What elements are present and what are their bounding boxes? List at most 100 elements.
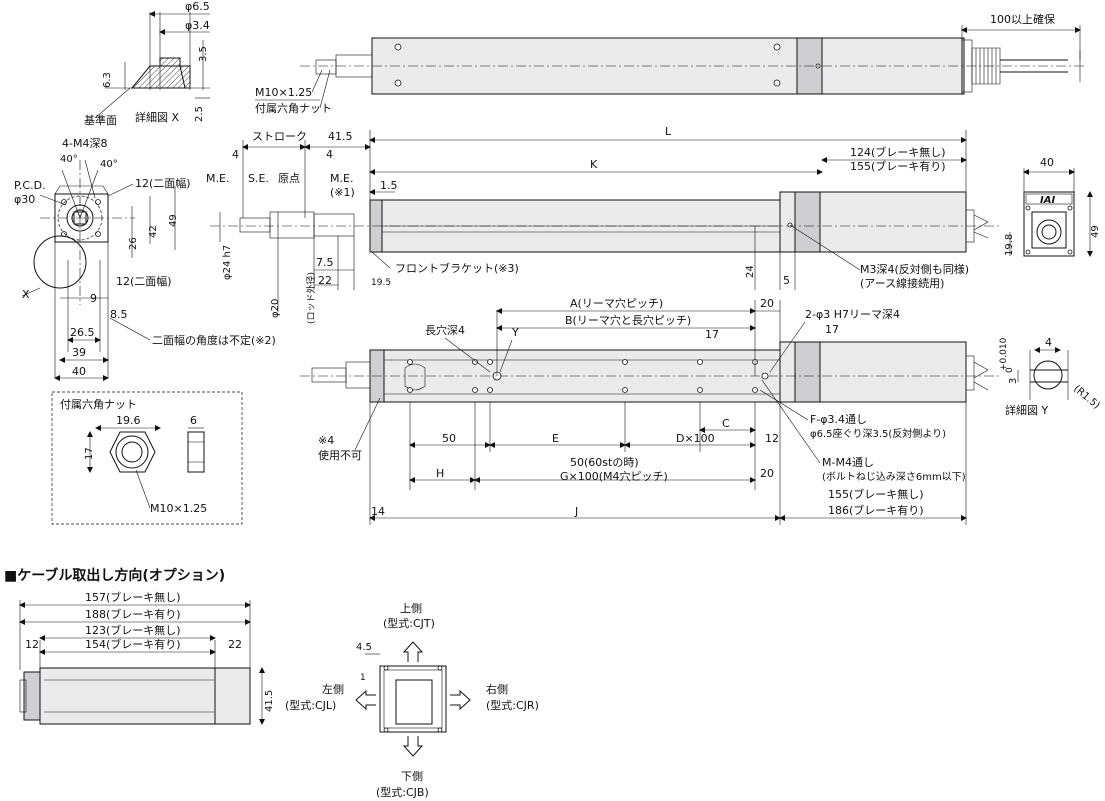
ev-d85: 8.5 (110, 308, 128, 321)
bv-d14: 14 (371, 505, 385, 518)
cable-heading: ■ケーブル取出し方向(オプション) (4, 567, 225, 584)
dy-d4: 4 (1045, 336, 1052, 349)
end-view: 4-M4深8 40° 40° P.C.D. φ30 12(二面幅) 12(二面幅… (14, 137, 191, 381)
side-view: ストローク 41.5 L K 124(ブレーキ無し) 155(ブレーキ有り) 1… (152, 125, 1000, 347)
dx-h63: 6.3 (102, 72, 113, 88)
cs-right1: 右側 (486, 682, 508, 696)
sv-me1: M.E. (206, 172, 229, 185)
bv-J: J (574, 505, 578, 518)
sv-origin: 原点 (278, 172, 300, 185)
cs-d22: 22 (228, 638, 242, 651)
sv-se: S.E. (248, 172, 269, 185)
detail-x: φ6.5 φ3.4 3.5 6.3 2.5 基準面 詳細図 X (84, 0, 210, 127)
ev-pcd1: P.C.D. (14, 179, 46, 192)
dx-title: 詳細図 X (135, 110, 179, 124)
cs-d415: 41.5 (264, 690, 275, 712)
cs-bottom2: (型式:CJB) (376, 785, 429, 799)
ev-flat2: 12(二面幅) (116, 275, 172, 288)
sv-note1: (※1) (330, 186, 355, 199)
sv-d4b: 4 (326, 148, 333, 161)
bv-B: B(リーマ穴と長穴ピッチ) (565, 313, 691, 327)
sv-K: K (590, 158, 598, 171)
bv-reamer: 2-φ3 H7リーマ深4 (805, 308, 900, 321)
bv-d12: 12 (765, 432, 779, 445)
bv-E: E (552, 432, 559, 445)
sv-L: L (665, 125, 672, 138)
cs-right2: (型式:CJR) (486, 698, 539, 712)
dx-h35: 3.5 (198, 46, 209, 62)
dx-d65: φ6.5 (185, 0, 210, 13)
bv-d20b: 20 (760, 467, 774, 480)
ev-d265: 26.5 (70, 326, 95, 339)
dy-tol-hi: +0.010 (999, 337, 1009, 371)
bv-b186: 186(ブレーキ有り) (828, 503, 924, 517)
ev-d49: 49 (168, 214, 179, 227)
sv-me2: M.E. (330, 172, 353, 185)
dx-d34: φ3.4 (185, 19, 210, 32)
dy-r: (R1.5) (1071, 383, 1102, 411)
bv-M2: (ボルトねじ込み深さ6mm以下) (822, 471, 966, 483)
cs-left2: (型式:CJL) (285, 698, 336, 712)
bv-slot: 長穴深4 (425, 323, 465, 337)
sv-d415: 41.5 (328, 130, 353, 143)
ev-pcd2: φ30 (14, 193, 35, 206)
cs-top2: (型式:CJT) (383, 616, 435, 630)
nut-d6: 6 (190, 414, 197, 427)
top-view: 100以上確保 M10×1.25 付属六角ナット (255, 12, 1085, 115)
right-view: IAI 40 49 19.8 (1004, 156, 1101, 257)
ev-a2: 40° (100, 159, 118, 170)
sv-twoface: 二面幅の角度は不定(※2) (152, 333, 276, 347)
cs-top1: 上側 (400, 602, 422, 615)
cs-l123: 123(ブレーキ無し) (85, 623, 181, 637)
sv-d15: 1.5 (380, 179, 398, 192)
bv-d20a: 20 (760, 297, 774, 310)
bv-d17a: 17 (825, 323, 839, 336)
bv-H: H (436, 467, 444, 480)
ev-d9: 9 (90, 292, 97, 305)
rv-d49: 49 (1090, 225, 1101, 238)
cs-l154: 154(ブレーキ有り) (85, 637, 181, 651)
tv-nut-note: 付属六角ナット (255, 102, 332, 115)
bv-d50: 50 (442, 432, 456, 445)
bv-F1: F-φ3.4通し (810, 413, 867, 426)
dy-tol-lo: 0 (1005, 367, 1015, 373)
bv-b155: 155(ブレーキ無し) (828, 487, 924, 501)
cs-left1: 左側 (322, 683, 344, 696)
sv-rod2: (ロッド外径) (305, 272, 317, 324)
dx-ref: 基準面 (84, 113, 117, 127)
sv-rod1: φ20 (270, 299, 281, 318)
sv-b155: 155(ブレーキ有り) (850, 159, 946, 173)
dx-h25: 2.5 (194, 106, 205, 122)
bv-s50: 50(60stの時) (570, 456, 639, 469)
cs-l188: 188(ブレーキ有り) (85, 607, 181, 621)
sv-d75: 7.5 (316, 256, 334, 269)
sv-d195: 19.5 (371, 278, 391, 288)
sv-v24: 24 (745, 265, 756, 278)
ev-x: X (22, 288, 30, 301)
sv-earth: (アース線接続用) (860, 276, 944, 290)
nut-d17: 17 (84, 447, 95, 460)
bv-Y: Y (511, 326, 519, 339)
sv-bracket: フロントブラケット(※3) (395, 261, 519, 275)
sv-d4a: 4 (232, 148, 239, 161)
sv-v5: 5 (783, 274, 790, 287)
cable-section: ■ケーブル取出し方向(オプション) 157(ブレーキ無し) 188(ブレーキ有り… (4, 567, 539, 799)
bv-M1: M-M4通し (822, 456, 874, 469)
dy-d3: 3 (1008, 378, 1019, 384)
bv-A: A(リーマ穴ピッチ) (570, 296, 663, 310)
ev-d42: 42 (148, 225, 159, 238)
dy-title: 詳細図 Y (1005, 403, 1048, 417)
ev-d39: 39 (72, 346, 86, 359)
ev-flat1: 12(二面幅) (135, 177, 191, 190)
bv-D: D×100 (676, 432, 715, 445)
detail-y: 4 +0.010 0 3 (R1.5) 詳細図 Y (999, 336, 1102, 417)
cs-d12: 12 (25, 638, 39, 651)
sv-d24: φ24 h7 (222, 245, 233, 280)
ev-d40: 40 (72, 365, 86, 378)
ev-m4: 4-M4深8 (62, 137, 107, 150)
cs-l157: 157(ブレーキ無し) (85, 590, 181, 604)
cs-d1: 1 (360, 673, 366, 683)
rv-d40: 40 (1040, 156, 1054, 169)
ev-d26: 26 (128, 237, 139, 250)
